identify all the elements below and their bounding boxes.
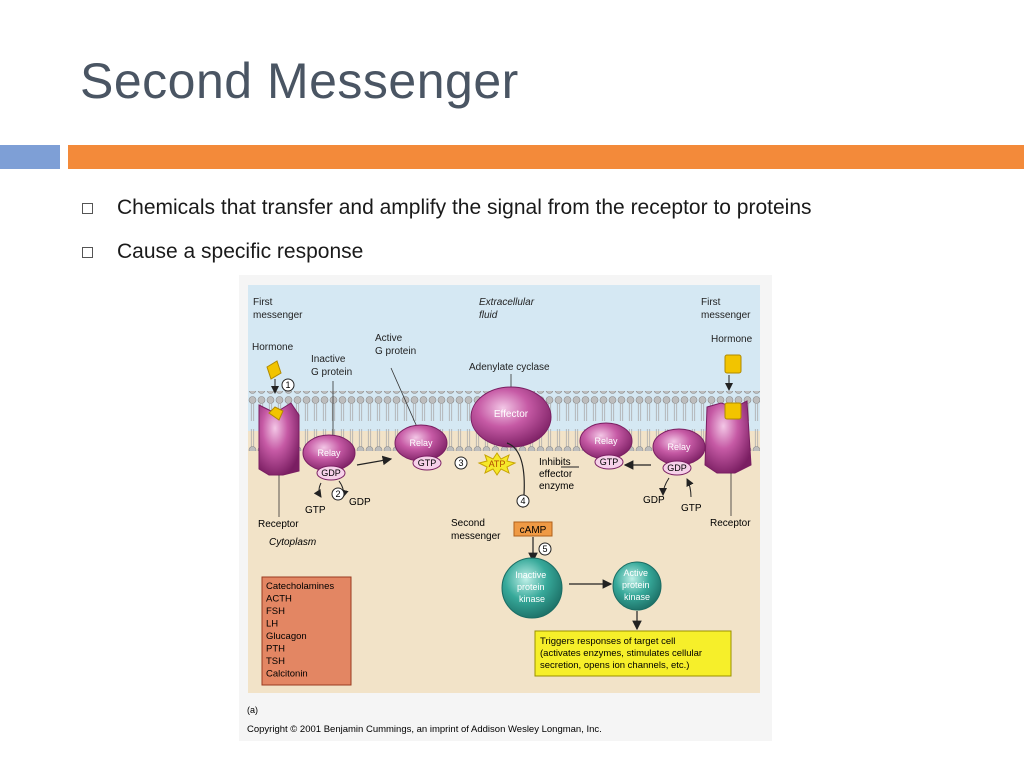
gdp-label-left: GDP: [349, 497, 371, 508]
bullet-item: Chemicals that transfer and amplify the …: [82, 186, 812, 230]
bullet-item: Cause a specific response: [82, 230, 812, 274]
active-protein-kinase: [612, 561, 662, 611]
svg-text:Effector: Effector: [494, 409, 529, 420]
extracellular-fluid-label: Extracellular fluid: [479, 297, 537, 321]
second-messenger-figure: First messenger Extracellular fluid Firs…: [239, 275, 772, 741]
gdp-label-right: GDP: [643, 495, 665, 506]
svg-text:GTP: GTP: [418, 458, 437, 468]
gtp-bound-right: [594, 454, 624, 470]
bullet-list: Chemicals that transfer and amplify the …: [82, 186, 812, 274]
slide-title: Second Messenger: [80, 53, 519, 109]
adenylate-cyclase-label: Adenylate cyclase: [469, 362, 550, 373]
hormone-label-left: Hormone: [252, 342, 294, 353]
panel-label: (a): [247, 705, 258, 715]
second-messenger-label: Second messenger: [451, 518, 501, 542]
hormone-list-box: [261, 576, 352, 686]
gtp-label-left: GTP: [305, 505, 326, 516]
svg-text:Relay: Relay: [409, 438, 433, 448]
svg-text:GTP: GTP: [600, 457, 619, 467]
svg-text:GDP: GDP: [667, 463, 687, 473]
svg-text:2: 2: [335, 489, 340, 499]
accent-bar-orange: [68, 145, 1024, 169]
camp-box: [513, 521, 553, 537]
svg-text:Inactive protein kinas: Inactive protein kinase: [515, 570, 549, 604]
svg-text:ATP: ATP: [489, 459, 506, 469]
inactive-g-protein-label: Inactive G protein: [311, 354, 352, 378]
svg-text:Relay: Relay: [667, 442, 691, 452]
square-bullet-icon: [82, 202, 93, 214]
svg-text:Active protein kinase: Active protein kinase: [622, 568, 652, 602]
first-messenger-label-right: First messenger: [701, 297, 751, 321]
hormone-shape-right: [724, 354, 742, 374]
svg-text:Triggers responses of target c: Triggers responses of target cell (activ…: [540, 636, 705, 671]
svg-text:cAMP: cAMP: [520, 525, 547, 536]
svg-text:5: 5: [542, 544, 547, 554]
accent-bar-blue: [0, 145, 60, 169]
svg-text:3: 3: [458, 458, 463, 468]
hormone-label-right: Hormone: [711, 334, 753, 345]
diagram-svg: First messenger Extracellular fluid Firs…: [247, 285, 760, 735]
gdp-bound-right: [662, 460, 692, 476]
gtp-label-right: GTP: [681, 503, 702, 514]
hormone-shape-left: [266, 360, 282, 380]
triggers-response-box: [534, 630, 732, 677]
gtp-bound: [412, 455, 442, 471]
svg-text:GDP: GDP: [321, 468, 341, 478]
first-messenger-label-left: First messenger: [253, 297, 303, 321]
svg-text:Relay: Relay: [594, 436, 618, 446]
atp-burst: [477, 452, 517, 476]
receptor-label-right: Receptor: [710, 518, 751, 529]
cytoplasm-label: Cytoplasm: [269, 537, 316, 548]
svg-text:Relay: Relay: [317, 448, 341, 458]
effector-enzyme: [470, 386, 552, 448]
gdp-bound-left: [316, 465, 346, 481]
active-g-protein-label: Active G protein: [375, 333, 416, 357]
svg-text:Catecholamines ACTH FS: Catecholamines ACTH FSH LH Glucagon PTH …: [266, 581, 337, 680]
inhibits-label: Inhibits effector enzyme: [539, 457, 575, 492]
svg-text:4: 4: [520, 496, 525, 506]
step-circle: [281, 378, 295, 392]
receptor-label-left: Receptor: [258, 519, 299, 530]
step-number: 1: [285, 380, 290, 390]
inactive-protein-kinase: [501, 557, 563, 619]
copyright-text: Copyright © 2001 Benjamin Cummings, an i…: [247, 724, 602, 735]
square-bullet-icon: [82, 246, 93, 258]
